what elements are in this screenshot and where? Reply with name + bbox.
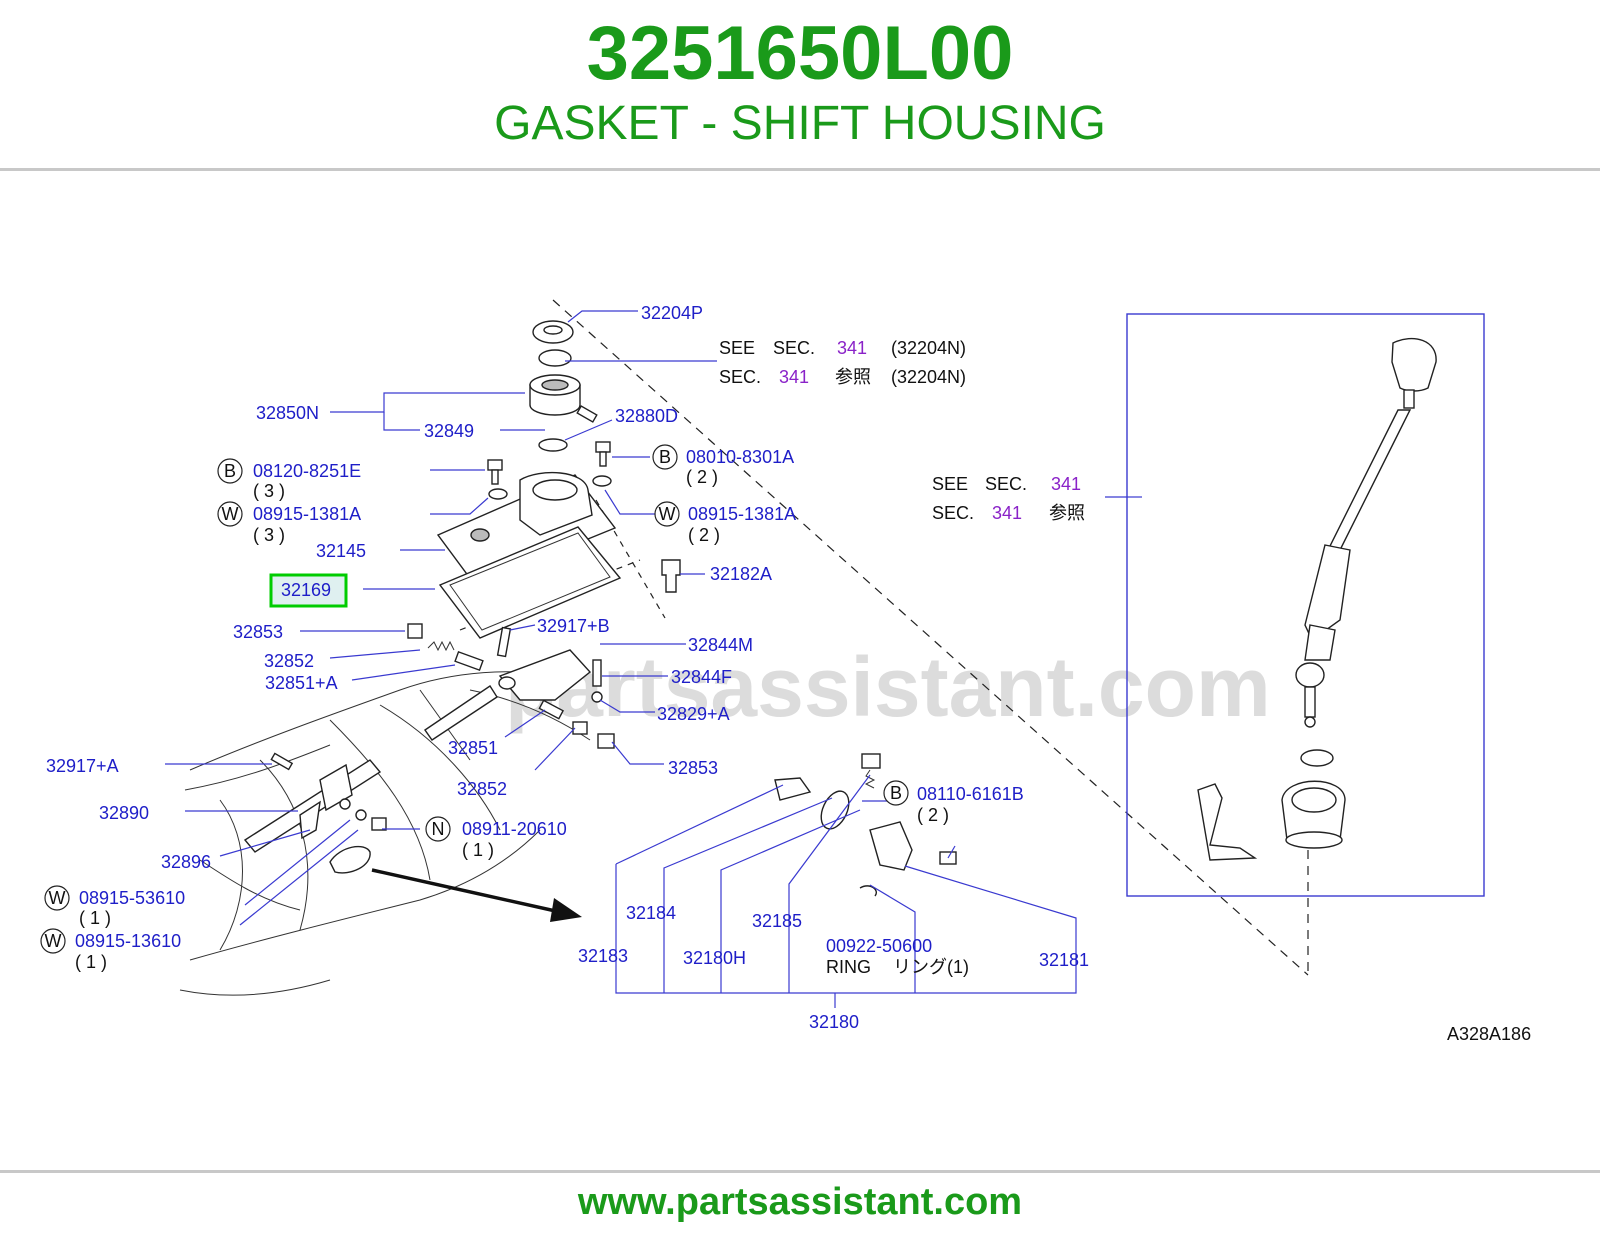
label-08010-8301A[interactable]: 08010-8301A <box>686 447 794 467</box>
label-32880D[interactable]: 32880D <box>615 406 678 426</box>
label-32180[interactable]: 32180 <box>809 1012 859 1032</box>
qty-08915-13610: ( 1 ) <box>75 952 107 972</box>
highlight-box-32169[interactable] <box>269 573 348 608</box>
top-ref-sec: SEC. <box>773 338 815 358</box>
label-32852-upper[interactable]: 32852 <box>264 651 314 671</box>
label-32184[interactable]: 32184 <box>626 903 676 923</box>
label-08911-20610[interactable]: 08911-20610 <box>462 819 567 839</box>
callout-b-08110: B <box>890 783 902 803</box>
shift-lever-section-box <box>1126 313 1485 897</box>
box-ref-jp: 参照 <box>1049 503 1085 523</box>
direction-arrow <box>371 868 582 922</box>
label-ring: RING <box>826 957 871 977</box>
top-ref-sec2: SEC. <box>719 367 761 387</box>
label-32181[interactable]: 32181 <box>1039 950 1089 970</box>
label-32853-upper[interactable]: 32853 <box>233 622 283 642</box>
label-32890[interactable]: 32890 <box>99 803 149 823</box>
qty-08915-1381A-right: ( 2 ) <box>688 525 720 545</box>
label-08110-6161B[interactable]: 08110-6161B <box>917 784 1024 804</box>
top-ref-code2: (32204N) <box>891 367 966 387</box>
callout-b-08120: B <box>224 461 236 481</box>
label-32185[interactable]: 32185 <box>752 911 802 931</box>
label-ring-jp: リング(1) <box>893 957 969 977</box>
dashed-guide-lines <box>459 299 1309 976</box>
callout-circles: B W B W N W W B <box>40 444 909 954</box>
box-ref-num[interactable]: 341 <box>1051 474 1081 494</box>
watermark-text: partsassistant.com <box>505 640 1271 734</box>
shift-lever-parts <box>1197 337 1437 861</box>
label-32850N[interactable]: 32850N <box>256 403 319 423</box>
label-32851[interactable]: 32851 <box>448 738 498 758</box>
box-ref-sec: SEC. <box>985 474 1027 494</box>
part-number-title: 3251650L00 <box>586 11 1014 96</box>
label-32852-lower[interactable]: 32852 <box>457 779 507 799</box>
label-08915-13610[interactable]: 08915-13610 <box>75 931 181 951</box>
callout-b-08010: B <box>659 447 671 467</box>
label-32853-lower[interactable]: 32853 <box>668 758 718 778</box>
callout-w-08915a: W <box>222 504 239 524</box>
label-32182A[interactable]: 32182A <box>710 564 772 584</box>
leader-lines <box>165 310 1142 1008</box>
label-08915-53610[interactable]: 08915-53610 <box>79 888 185 908</box>
label-08915-1381A-right[interactable]: 08915-1381A <box>688 504 796 524</box>
label-32145[interactable]: 32145 <box>316 541 366 561</box>
label-32851A[interactable]: 32851+A <box>265 673 338 693</box>
part-labels: 32204P 32850N 32849 32880D 08120-8251E (… <box>46 303 1089 1032</box>
label-08915-1381A-left[interactable]: 08915-1381A <box>253 504 361 524</box>
qty-08120-8251E: ( 3 ) <box>253 481 285 501</box>
label-32180H[interactable]: 32180H <box>683 948 746 968</box>
label-32169-highlighted[interactable]: 32169 <box>281 580 331 600</box>
page-header: 3251650L00 GASKET - SHIFT HOUSING <box>0 0 1600 168</box>
qty-08911-20610: ( 1 ) <box>462 840 494 860</box>
label-00922-50600[interactable]: 00922-50600 <box>826 936 932 956</box>
label-32829A[interactable]: 32829+A <box>657 704 730 724</box>
section-references: SEE SEC. 341 (32204N) SEC. 341 参照 (32204… <box>719 338 1085 523</box>
top-ref-num2[interactable]: 341 <box>779 367 809 387</box>
qty-08110-6161B: ( 2 ) <box>917 805 949 825</box>
top-ref-num[interactable]: 341 <box>837 338 867 358</box>
qty-08010-8301A: ( 2 ) <box>686 467 718 487</box>
part-name-subtitle: GASKET - SHIFT HOUSING <box>494 97 1106 150</box>
label-32917A[interactable]: 32917+A <box>46 756 119 776</box>
label-32204P[interactable]: 32204P <box>641 303 703 323</box>
qty-08915-53610: ( 1 ) <box>79 908 111 928</box>
label-08120-8251E[interactable]: 08120-8251E <box>253 461 361 481</box>
box-ref-see: SEE <box>932 474 968 494</box>
label-32183[interactable]: 32183 <box>578 946 628 966</box>
header-divider <box>0 168 1600 171</box>
label-32849[interactable]: 32849 <box>424 421 474 441</box>
label-32844M[interactable]: 32844M <box>688 635 753 655</box>
box-ref-num2[interactable]: 341 <box>992 503 1022 523</box>
footer-website-link[interactable]: www.partsassistant.com <box>577 1181 1023 1223</box>
label-32896[interactable]: 32896 <box>161 852 211 872</box>
shift-housing-parts <box>243 320 957 897</box>
top-ref-see: SEE <box>719 338 755 358</box>
callout-w-08915c: W <box>49 888 66 908</box>
top-ref-jp: 参照 <box>835 367 871 387</box>
label-32844F[interactable]: 32844F <box>671 667 732 687</box>
box-ref-sec2: SEC. <box>932 503 974 523</box>
label-32917B[interactable]: 32917+B <box>537 616 610 636</box>
callout-w-08915b: W <box>659 504 676 524</box>
diagram-code: A328A186 <box>1447 1024 1531 1044</box>
callout-w-08915d: W <box>45 931 62 951</box>
footer-divider <box>0 1170 1600 1173</box>
callout-n-08911: N <box>432 819 445 839</box>
qty-08915-1381A-left: ( 3 ) <box>253 525 285 545</box>
top-ref-code: (32204N) <box>891 338 966 358</box>
